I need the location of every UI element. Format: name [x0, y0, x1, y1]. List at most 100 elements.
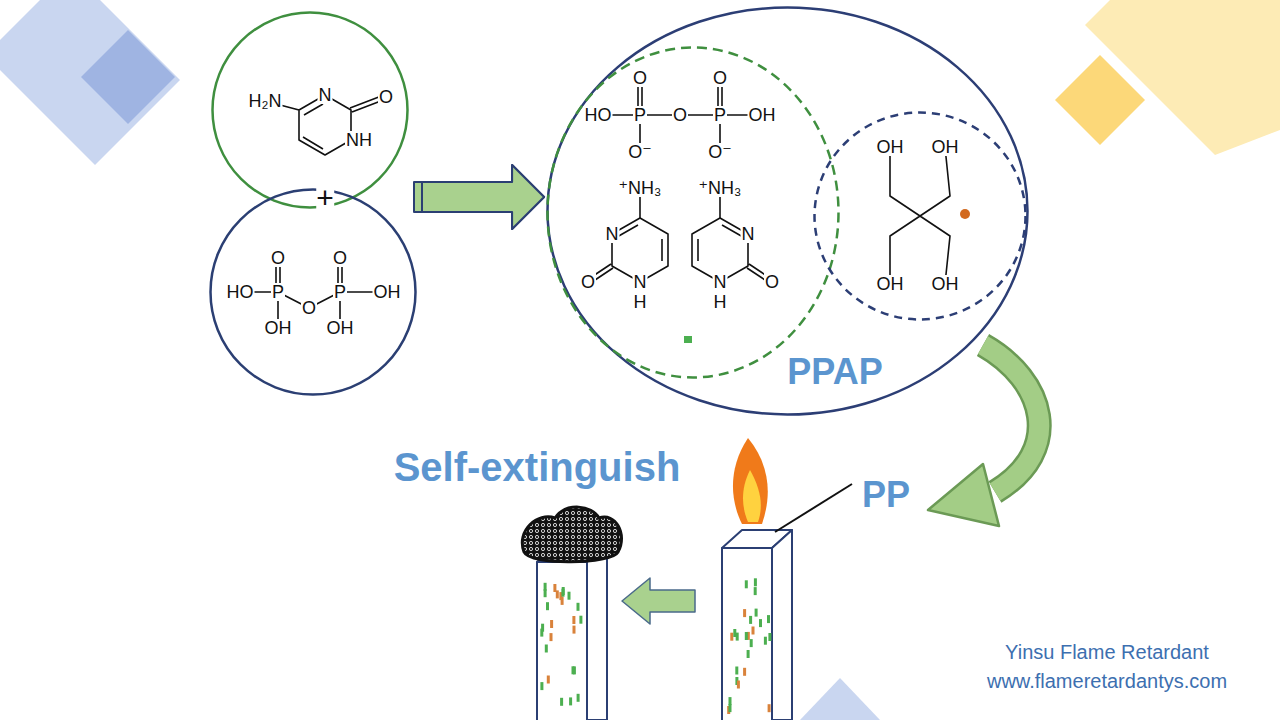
salt-circle: OOHOPOPOHO⁻O⁻⁺NH₃⁺NH₃NONHNONH: [545, 45, 841, 380]
atom-label: P: [333, 283, 347, 301]
additive-dot: [577, 694, 580, 702]
atom-label: HO: [584, 106, 613, 124]
atom-label: O: [580, 273, 596, 291]
atom-label: O: [632, 69, 648, 87]
additive-dot: [572, 616, 575, 624]
additive-dot: [752, 627, 755, 635]
atom-label: OH: [931, 138, 960, 156]
atom-label: O: [712, 69, 728, 87]
reaction-arrow: [414, 165, 544, 229]
additive-dot: [764, 637, 767, 645]
atom-label: O: [378, 88, 394, 106]
additive-dot: [759, 619, 762, 627]
reactant-circle: H₂N N O NH: [210, 10, 410, 210]
corner-diamond: [1055, 55, 1145, 145]
additive-dot: [755, 609, 758, 617]
additive-dot: [743, 668, 746, 676]
orange-dot: [960, 209, 970, 219]
atom-label: HO: [226, 283, 255, 301]
corner-diamond: [0, 0, 180, 165]
additive-dot: [729, 704, 732, 712]
watermark: www.flameretardantys.com: [987, 671, 1227, 691]
additive-dot: [750, 639, 753, 647]
igniter-line: [775, 484, 852, 532]
additive-dot: [568, 592, 571, 600]
watermark: Yinsu Flame Retardant: [1005, 642, 1209, 662]
additive-dot: [749, 616, 752, 624]
additive-dot: [745, 580, 748, 588]
atom-label: H: [713, 293, 728, 311]
flame: [733, 438, 768, 524]
additive-dot: [768, 704, 771, 712]
additive-dot: [550, 633, 553, 641]
atom-label: P: [633, 106, 647, 124]
atom-label: OH: [326, 319, 355, 337]
atom-label: OH: [876, 275, 905, 293]
burning-bar: [722, 530, 792, 720]
green-mark: [684, 336, 692, 343]
reactant-circle: OOHOPOPOHOHOH: [208, 187, 418, 397]
material-label: PP: [862, 477, 910, 513]
atom-label: NH: [345, 131, 373, 149]
additive-dot: [546, 602, 549, 610]
atom-label: O: [332, 249, 348, 267]
atom-label: ⁺NH₃: [618, 179, 663, 197]
atom-label: H: [633, 293, 648, 311]
reaction-arrow: [422, 165, 544, 229]
result-label: Self-extinguish: [394, 447, 681, 487]
additive-dot: [754, 587, 757, 595]
corner-diamond: [81, 30, 175, 124]
additive-dot: [737, 681, 740, 689]
atom-label: OH: [748, 106, 777, 124]
flame: [743, 470, 761, 522]
additive-dot: [767, 615, 770, 623]
atom-label: O: [270, 249, 286, 267]
atom-label: O⁻: [627, 143, 653, 161]
curved-arrow-head: [928, 464, 999, 526]
atom-label: OH: [373, 283, 402, 301]
atom-label: O: [764, 273, 780, 291]
atom-label: O: [301, 299, 317, 317]
circle-outline: [545, 45, 841, 380]
additive-dot: [747, 650, 750, 658]
circle-outline: [812, 110, 1028, 322]
circle-outline: [213, 13, 408, 208]
atom-label: P: [713, 106, 727, 124]
extinguished-bar: [537, 544, 607, 720]
atom-label: OH: [876, 138, 905, 156]
curved-arrow: [983, 345, 1039, 492]
additive-dot: [735, 667, 738, 675]
product-label: PPAP: [787, 354, 882, 390]
additive-dot: [729, 697, 732, 705]
atom-label: N: [633, 273, 648, 291]
atom-label: N: [605, 225, 620, 243]
atom-label: N: [318, 86, 333, 104]
process-arrow: [622, 578, 695, 624]
plus-sign: +: [316, 183, 334, 213]
additive-dot: [562, 589, 565, 597]
char-layer: [522, 507, 621, 562]
atom-label: N: [741, 225, 756, 243]
additive-dot: [754, 578, 757, 586]
atom-label: O: [672, 106, 688, 124]
product-circle: PPAPOOHOPOPOHO⁻O⁻⁺NH₃⁺NH₃NONHNONHOHOHOHO…: [545, 5, 1030, 417]
additive-dot: [553, 584, 556, 592]
atom-label: OH: [264, 319, 293, 337]
corner-triangle: [800, 678, 880, 720]
additive-dot: [579, 616, 582, 624]
additive-dot: [745, 632, 748, 640]
atom-label: P: [271, 283, 285, 301]
curved-arrow: [983, 345, 1039, 492]
atom-label: H₂N: [248, 92, 283, 110]
additive-dot: [573, 626, 576, 634]
circle-outline: [548, 8, 1028, 415]
circle-outline: [815, 113, 1026, 320]
additive-dot: [544, 589, 547, 597]
additive-dot: [572, 666, 575, 674]
additive-dot: [561, 597, 564, 605]
circle-outline: [211, 190, 416, 395]
additive-dot: [569, 697, 572, 705]
additive-dot: [577, 603, 580, 611]
additive-dot: [547, 676, 550, 684]
chemical-bonds: [240, 78, 950, 328]
